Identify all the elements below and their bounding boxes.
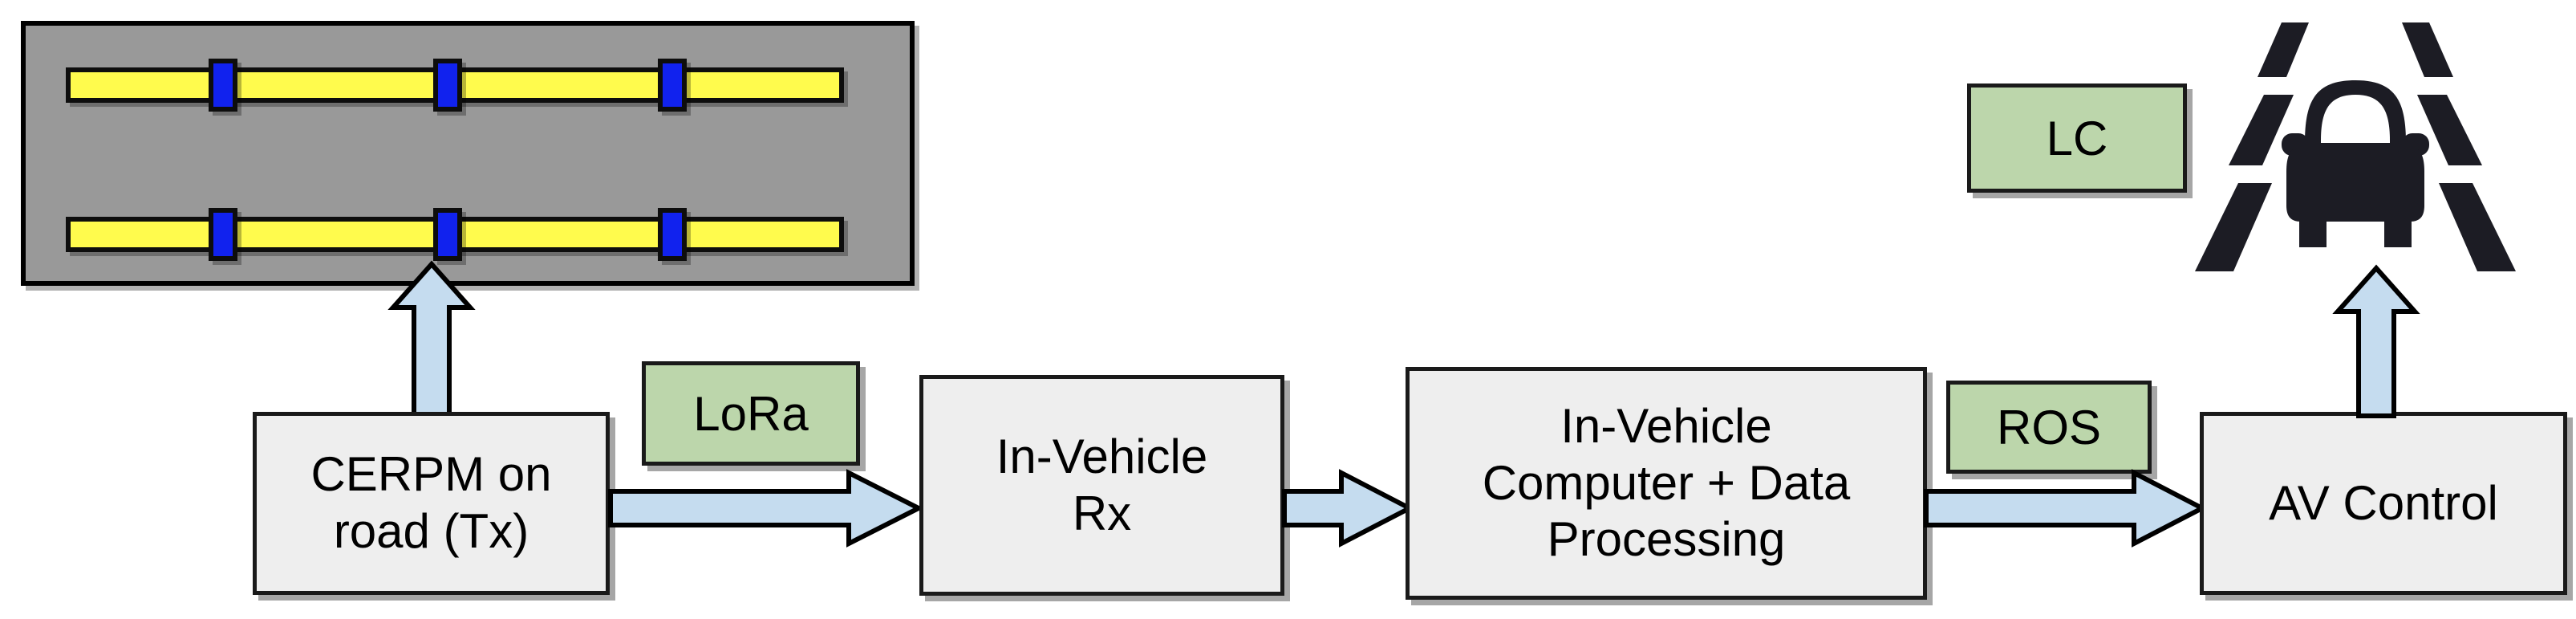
car-icon: [2282, 80, 2429, 247]
lane-stripe-left-1: [2258, 22, 2309, 77]
cerpm-module-lower-3: [658, 208, 687, 261]
lane-stripe-left-group: [2195, 22, 2309, 271]
cerpm-module-upper-2: [433, 59, 462, 112]
arrow-av-to-vehicle: [2332, 264, 2420, 418]
lane-stripe-left-3: [2195, 183, 2272, 271]
protocol-tag-lora: LoRa: [642, 361, 860, 466]
car-windshield-icon: [2321, 95, 2390, 143]
arrow-cerpm-to-road: [387, 260, 476, 422]
lane-stripe-right-2: [2417, 95, 2482, 165]
car-wheel-right-icon: [2384, 214, 2412, 247]
process-box-in-vehicle-rx[interactable]: In-Vehicle Rx: [919, 375, 1284, 596]
lane-stripe-left-2: [2229, 95, 2294, 165]
vehicle-lane-scene: [2187, 14, 2524, 287]
cerpm-module-upper-1: [209, 59, 237, 112]
arrow-compute-to-av: [1924, 469, 2208, 548]
road-surface-panel: [21, 21, 915, 286]
process-box-in-vehicle-computer[interactable]: In-Vehicle Computer + Data Processing: [1406, 367, 1927, 600]
lane-stripe-right-1: [2402, 22, 2453, 77]
arrow-cerpm-to-rx: [608, 469, 924, 548]
car-body-icon: [2286, 148, 2424, 222]
process-box-cerpm[interactable]: CERPM on road (Tx): [253, 412, 610, 595]
process-box-av-control[interactable]: AV Control: [2200, 412, 2567, 595]
cerpm-module-lower-1: [209, 208, 237, 261]
lane-stripe-right-group: [2402, 22, 2516, 271]
cerpm-module-upper-3: [658, 59, 687, 112]
arrow-rx-to-compute: [1282, 469, 1415, 548]
cerpm-module-lower-2: [433, 208, 462, 261]
protocol-tag-ros: ROS: [1946, 381, 2152, 474]
protocol-tag-lc: LC: [1967, 83, 2187, 193]
lane-stripe-right-3: [2439, 183, 2516, 271]
car-wheel-left-icon: [2299, 214, 2327, 247]
